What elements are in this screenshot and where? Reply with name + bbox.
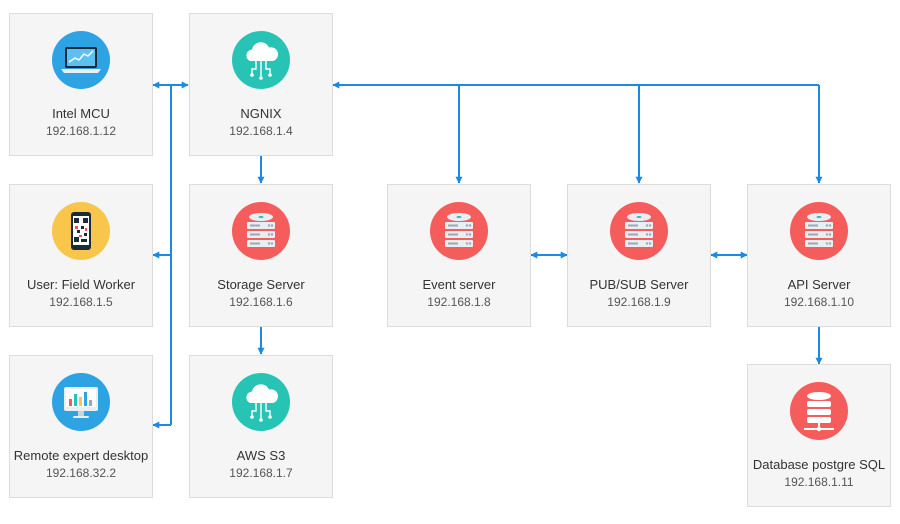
node-api-server[interactable]: API Server 192.168.1.10 (747, 184, 891, 327)
node-name: Database postgre SQL (752, 457, 886, 472)
laptop-chart-icon (52, 31, 110, 89)
server-icon (790, 202, 848, 260)
smartphone-qr-icon (52, 202, 110, 260)
node-field-worker[interactable]: User: Field Worker 192.168.1.5 (9, 184, 153, 327)
node-pubsub-server[interactable]: PUB/SUB Server 192.168.1.9 (567, 184, 711, 327)
node-ip: 192.168.1.8 (427, 295, 491, 309)
cloud-network-icon (232, 373, 290, 431)
node-ngnix[interactable]: NGNIX 192.168.1.4 (189, 13, 333, 156)
node-ip: 192.168.1.6 (229, 295, 293, 309)
node-name: PUB/SUB Server (589, 277, 689, 292)
node-name: Intel MCU (52, 106, 110, 121)
server-icon (232, 202, 290, 260)
server-icon (610, 202, 668, 260)
node-storage-server[interactable]: Storage Server 192.168.1.6 (189, 184, 333, 327)
node-remote-desktop[interactable]: Remote expert desktop 192.168.32.2 (9, 355, 153, 498)
node-name: Event server (422, 277, 496, 292)
node-ip: 192.168.1.4 (229, 124, 293, 138)
node-event-server[interactable]: Event server 192.168.1.8 (387, 184, 531, 327)
database-icon (790, 382, 848, 440)
node-ip: 192.168.1.10 (783, 295, 855, 309)
node-intel-mcu[interactable]: Intel MCU 192.168.1.12 (9, 13, 153, 156)
node-database[interactable]: Database postgre SQL 192.168.1.11 (747, 364, 891, 507)
node-name: NGNIX (240, 106, 282, 121)
node-ip: 192.168.32.2 (45, 466, 117, 480)
node-ip: 192.168.1.9 (607, 295, 671, 309)
node-name: AWS S3 (236, 448, 286, 463)
node-name: API Server (787, 277, 851, 292)
node-name: User: Field Worker (26, 277, 136, 292)
node-name: Remote expert desktop (13, 448, 149, 463)
node-name: Storage Server (217, 277, 305, 292)
node-ip: 192.168.1.5 (49, 295, 113, 309)
cloud-network-icon (232, 31, 290, 89)
node-aws-s3[interactable]: AWS S3 192.168.1.7 (189, 355, 333, 498)
node-ip: 192.168.1.12 (45, 124, 117, 138)
node-ip: 192.168.1.7 (229, 466, 293, 480)
server-icon (430, 202, 488, 260)
monitor-bar-chart-icon (52, 373, 110, 431)
node-ip: 192.168.1.11 (784, 475, 854, 489)
